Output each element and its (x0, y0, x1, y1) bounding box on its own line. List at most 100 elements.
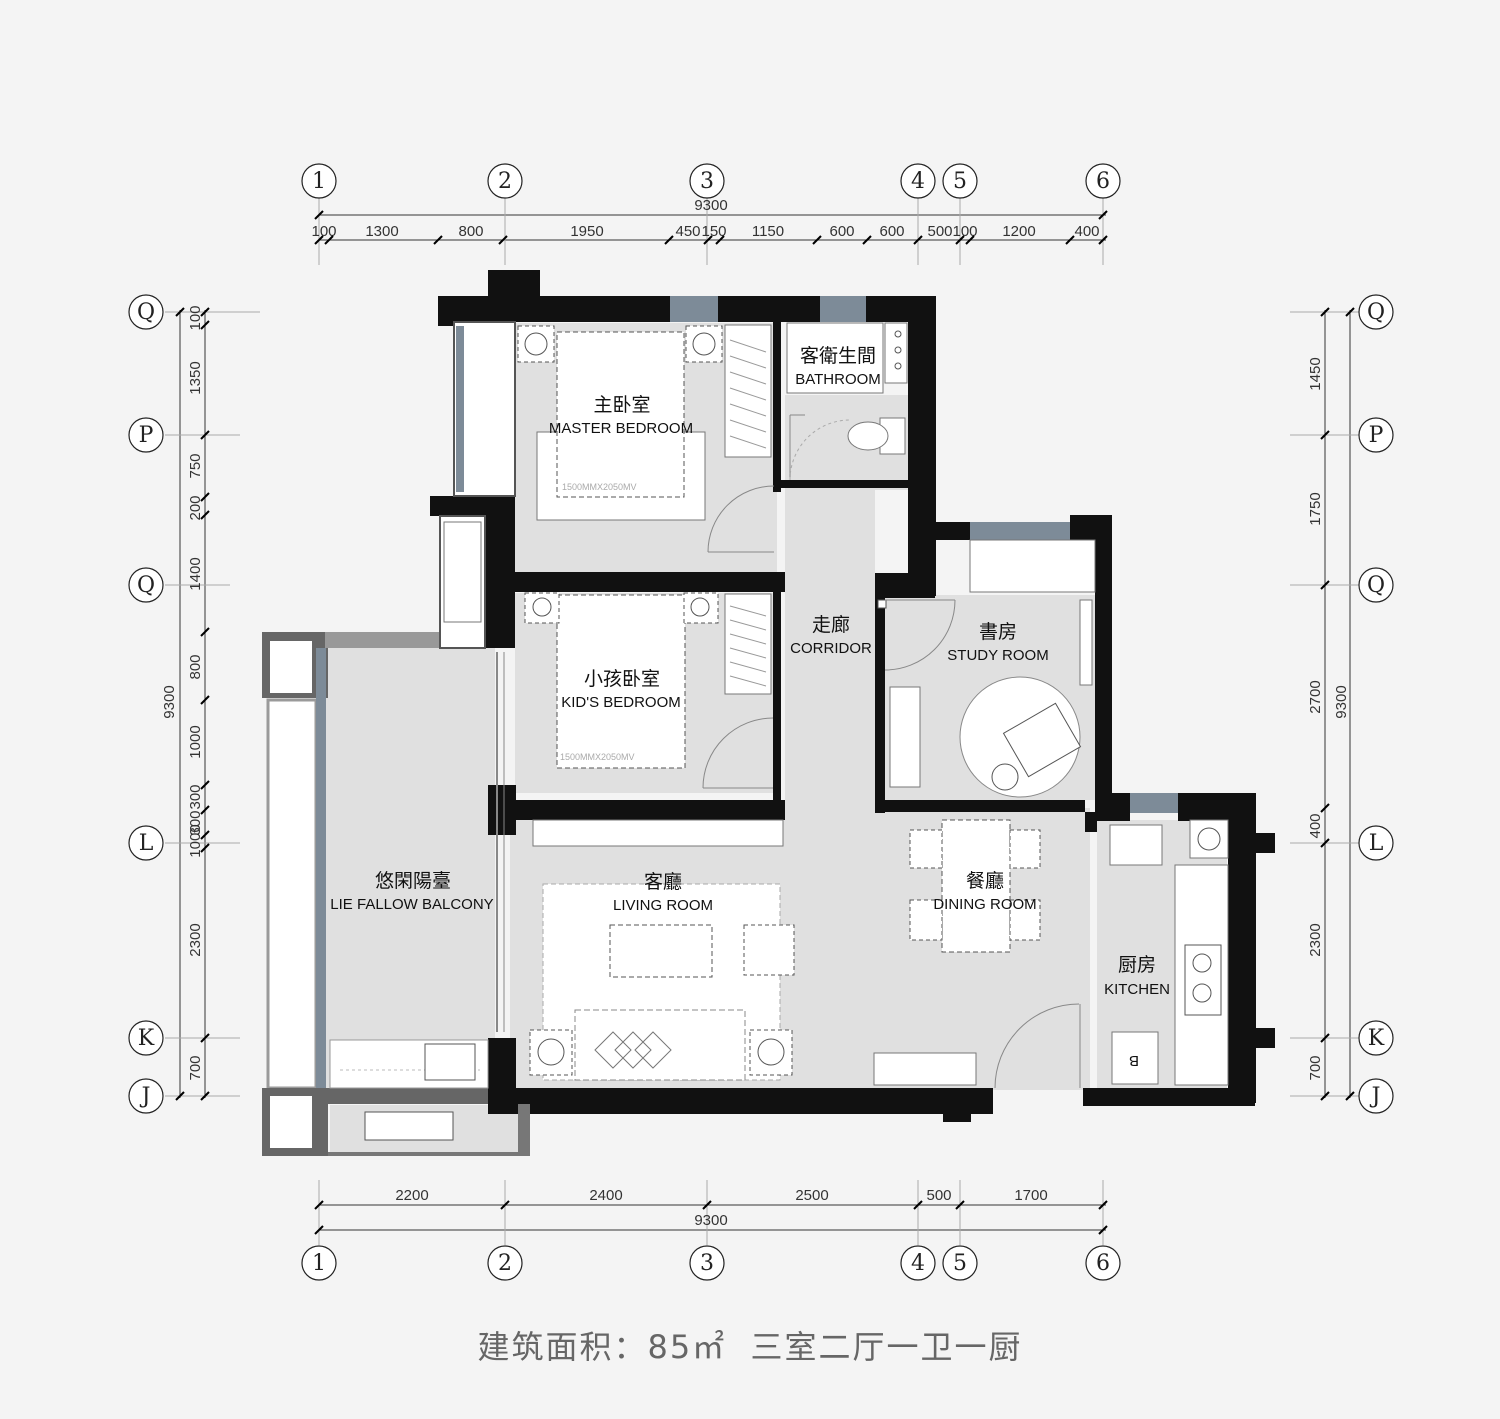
axis-right-5-text: J (1370, 1084, 1381, 1109)
axis-bottom-4: 5 (942, 1245, 978, 1281)
dim-left-8: 300 (187, 810, 204, 835)
axis-bottom-0: 1 (301, 1245, 337, 1281)
living-label-cn: 客廳 (644, 871, 682, 893)
dim-top-1: 1300 (365, 223, 398, 240)
axis-left-3-text: L (139, 831, 154, 856)
bathroom-label-cn: 客衛生間 (800, 345, 876, 367)
layout-description: 三室二厅一卫一厨 (750, 1328, 1023, 1366)
dim-left-11: 700 (187, 1055, 204, 1080)
dim-top-10: 100 (952, 223, 977, 240)
dim-bottom-total: 9300 (694, 1212, 727, 1229)
dim-left-7: 300 (187, 784, 204, 809)
axis-top-3-text: 4 (911, 169, 925, 194)
dim-bottom-3: 500 (926, 1187, 951, 1204)
master-bed-size: 1500MMX2050MV (562, 482, 637, 492)
dim-bottom-1: 2400 (589, 1187, 622, 1204)
dim-left-4: 1400 (187, 557, 204, 590)
axis-bottom-1: 2 (487, 1245, 523, 1281)
dining-label-cn: 餐廳 (966, 870, 1004, 892)
axis-right-5: J (1358, 1078, 1394, 1114)
dim-left-10: 2300 (187, 923, 204, 956)
dim-right-total: 9300 (1333, 685, 1350, 718)
master-bedroom-label-en: MASTER BEDROOM (549, 420, 693, 437)
axis-top-3: 4 (900, 163, 936, 199)
axis-left-2: Q (128, 567, 164, 603)
dim-left-9: 1000 (187, 824, 204, 857)
axis-bottom-0-text: 1 (312, 1251, 326, 1276)
living-label-en: LIVING ROOM (613, 897, 713, 914)
axis-top-2: 3 (689, 163, 725, 199)
axis-top-4: 5 (942, 163, 978, 199)
master-bedroom-label-cn: 主卧室 (593, 394, 650, 416)
axis-top-1: 2 (487, 163, 523, 199)
axis-right-2-text: Q (1367, 573, 1385, 598)
balcony-panels (262, 632, 440, 1156)
dim-right-1: 1750 (1307, 492, 1324, 525)
dim-top-5: 150 (701, 223, 726, 240)
dim-left-2: 750 (187, 453, 204, 478)
axis-bottom-4-text: 5 (953, 1251, 967, 1276)
dim-left-0: 100 (187, 305, 204, 330)
axis-left-0: Q (128, 294, 164, 330)
kids-bed-size: 1500MMX2050MV (560, 752, 635, 762)
dim-left-total: 9300 (161, 685, 178, 718)
area-summary: 建筑面积：85㎡ 三室二厅一卫一厨 (0, 1322, 1500, 1368)
dim-top-2: 800 (458, 223, 483, 240)
dim-top-0: 100 (311, 223, 336, 240)
dim-bottom-4: 1700 (1014, 1187, 1047, 1204)
dim-top-4: 450 (675, 223, 700, 240)
axis-bottom-2-text: 3 (700, 1251, 714, 1276)
fridge-label: B (1129, 1052, 1139, 1069)
dim-right-4: 2300 (1307, 923, 1324, 956)
dining-label-en: DINING ROOM (933, 896, 1036, 913)
study-label-cn: 書房 (979, 621, 1017, 643)
axis-top-5: 6 (1085, 163, 1121, 199)
axis-left-1-text: P (139, 423, 154, 448)
room-labels: 客衛生間 BATHROOM 主卧室 MASTER BEDROOM 1500MMX… (330, 345, 1170, 1069)
axis-left-0-text: Q (137, 300, 155, 325)
dim-right-0: 1450 (1307, 357, 1324, 390)
dim-right-5: 700 (1307, 1055, 1324, 1080)
corridor-label-cn: 走廊 (812, 614, 850, 636)
axis-top-0-text: 1 (312, 169, 326, 194)
axis-bottom-3: 4 (900, 1245, 936, 1281)
dim-bottom-0: 2200 (395, 1187, 428, 1204)
dim-right-3: 400 (1307, 813, 1324, 838)
axis-right-3-text: L (1369, 831, 1384, 856)
axis-right-1: P (1358, 417, 1394, 453)
kids-bedroom-label-cn: 小孩卧室 (584, 668, 660, 690)
area-value: 85㎡ (647, 1328, 727, 1366)
area-summary-label: 建筑面积： (477, 1328, 648, 1366)
axis-top-5-text: 6 (1096, 169, 1110, 194)
axis-right-4: K (1358, 1020, 1394, 1056)
dim-top-total: 9300 (694, 197, 727, 214)
dim-left-5: 800 (187, 654, 204, 679)
kitchen-label-en: KITCHEN (1104, 981, 1170, 998)
axis-left-3: L (128, 825, 164, 861)
axis-left-4-text: K (138, 1026, 155, 1051)
windows (439, 296, 1178, 813)
dim-top-9: 500 (927, 223, 952, 240)
axis-left-2-text: Q (137, 573, 155, 598)
axis-left-5-text: J (140, 1084, 151, 1109)
axis-bottom-5: 6 (1085, 1245, 1121, 1281)
dim-bottom-2: 2500 (795, 1187, 828, 1204)
axis-right-1-text: P (1369, 423, 1384, 448)
corridor-label-en: CORRIDOR (790, 640, 872, 657)
axis-right-3: L (1358, 825, 1394, 861)
dim-left-1: 1350 (187, 361, 204, 394)
dim-top-7: 600 (829, 223, 854, 240)
kitchen-label-cn: 厨房 (1118, 954, 1156, 976)
axis-right-4-text: K (1368, 1026, 1385, 1051)
dim-left-3: 200 (187, 495, 204, 520)
axis-top-4-text: 5 (953, 169, 967, 194)
axis-bottom-3-text: 4 (911, 1251, 925, 1276)
dim-left-6: 1000 (187, 725, 204, 758)
axis-top-2-text: 3 (700, 169, 714, 194)
walls (328, 270, 1275, 1156)
axis-left-5: J (128, 1078, 164, 1114)
axis-right-2: Q (1358, 567, 1394, 603)
axis-right-0-text: Q (1367, 300, 1385, 325)
